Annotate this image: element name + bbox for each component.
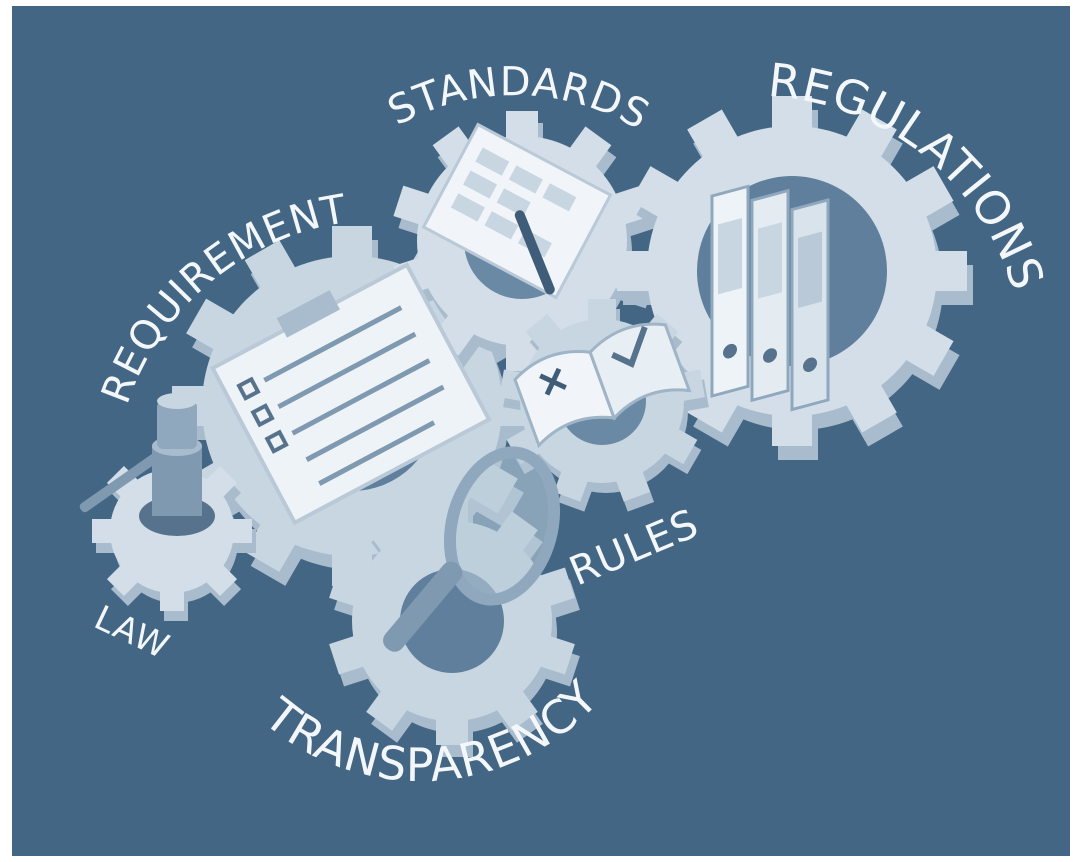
magnifier-icon [383, 446, 561, 652]
label-rules: RULES [563, 501, 705, 596]
document-pen-icon [421, 122, 613, 300]
book-check-icon [513, 322, 692, 449]
binders-icon [710, 184, 830, 412]
clipboard-checklist-icon [209, 262, 492, 526]
gavel-icon [79, 393, 215, 536]
